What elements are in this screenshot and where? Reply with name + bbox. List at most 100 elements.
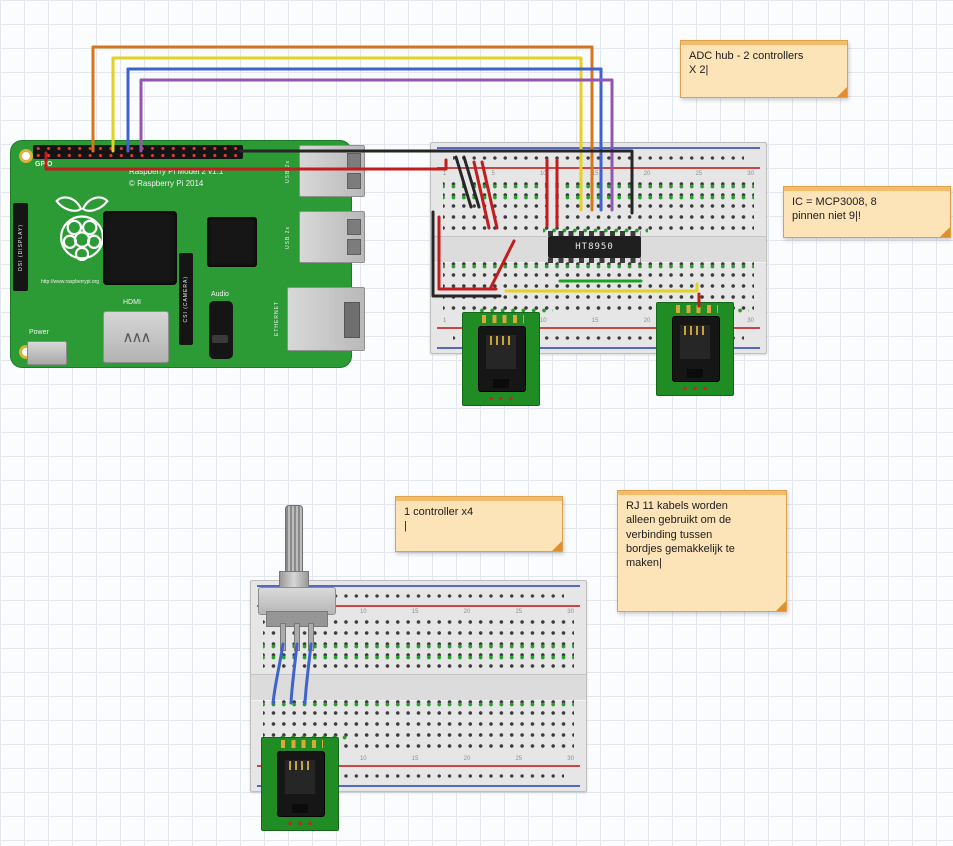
column-label: 1 <box>443 171 447 177</box>
potentiometer-leg <box>280 623 286 651</box>
usb-port-top[interactable] <box>299 145 365 197</box>
column-label: 20 <box>643 171 651 177</box>
pi-copyright-label: © Raspberry Pi 2014 <box>129 179 204 188</box>
hdmi-port[interactable]: ∧∧∧ <box>103 311 169 363</box>
power-label: Power <box>29 329 49 336</box>
note-ic-mcp3008[interactable]: IC = MCP3008, 8 pinnen niet 9|! <box>783 186 951 238</box>
rj11-contacts <box>684 326 708 335</box>
connection-points <box>473 306 553 315</box>
column-label: 20 <box>643 318 651 324</box>
gpio-header[interactable] <box>33 145 243 159</box>
power-rail-top[interactable] <box>273 592 564 600</box>
rj11-jack[interactable] <box>672 316 720 382</box>
connection-points <box>263 642 574 651</box>
usb-slot <box>347 219 361 235</box>
note-one-controller[interactable]: 1 controller x4 | <box>395 496 563 552</box>
rail-line-red <box>437 167 760 169</box>
column-label: 10 <box>539 318 547 324</box>
column-label: 30 <box>567 756 574 762</box>
note-text[interactable]: IC = MCP3008, 8 pinnen niet 9|! <box>792 196 877 223</box>
rj11-solder-pads <box>486 395 516 402</box>
note-rj11-kabels[interactable]: RJ 11 kabels worden alleen gebruikt om d… <box>617 490 787 612</box>
column-label: 25 <box>695 171 703 177</box>
rj11-jack[interactable] <box>478 326 526 392</box>
usb-slot <box>347 239 361 255</box>
connection-points <box>443 182 754 191</box>
column-label: 20 <box>463 756 471 762</box>
column-label: 30 <box>747 318 754 324</box>
note-text[interactable]: ADC hub - 2 controllers X 2| <box>689 50 804 77</box>
rail-line-blue <box>437 347 760 349</box>
column-label: 1 <box>443 318 447 324</box>
ic-pins-top <box>548 231 641 236</box>
ic-label: HT8950 <box>575 242 614 252</box>
column-label: 30 <box>747 171 754 177</box>
csi-connector[interactable]: CSI (CAMERA) <box>179 253 193 345</box>
csi-label: CSI (CAMERA) <box>183 275 189 323</box>
usb-slot <box>347 173 361 189</box>
rj11-contacts <box>289 761 313 770</box>
hdmi-label: HDMI <box>123 299 141 306</box>
potentiometer-leg <box>308 623 314 651</box>
column-label: 10 <box>359 609 367 615</box>
rj11-solder-pads <box>285 820 315 827</box>
column-label: 15 <box>591 318 599 324</box>
soc-chip <box>103 211 177 285</box>
column-label: 30 <box>567 609 574 615</box>
rail-line-red <box>437 327 760 329</box>
dsi-label: DSI (DISPLAY) <box>17 223 24 271</box>
rj11-header-pins <box>482 315 524 323</box>
column-label: 15 <box>591 171 599 177</box>
dsi-connector[interactable]: DSI (DISPLAY) <box>13 203 28 291</box>
raspberry-pi-board[interactable]: GPIO Raspberry Pi Model 2 v1.1 © Raspber… <box>10 140 365 368</box>
rj11-header-pins <box>676 305 718 313</box>
rj11-latch <box>687 369 703 378</box>
audio-jack[interactable] <box>209 301 233 359</box>
column-label: 15 <box>411 609 419 615</box>
power-connector[interactable] <box>27 341 67 365</box>
hdmi-shield-glyph: ∧∧∧ <box>122 329 152 346</box>
ethernet-slot <box>344 302 360 338</box>
rail-line-red <box>257 605 580 607</box>
rj11-breakout-3[interactable] <box>261 737 339 831</box>
rail-line-red <box>257 765 580 767</box>
usb-bottom-label: USB 2x <box>285 225 291 249</box>
connection-points <box>443 262 754 271</box>
usb-controller-chip <box>207 217 257 267</box>
potentiometer-shaft[interactable] <box>285 505 303 581</box>
usb-port-bottom[interactable] <box>299 211 365 263</box>
note-text[interactable]: 1 controller x4 | <box>404 506 474 533</box>
usb-top-label: USB 2x <box>285 159 291 183</box>
connection-points <box>263 700 574 709</box>
rj11-contacts <box>490 336 514 345</box>
column-label: 20 <box>463 609 471 615</box>
ic-chip-mcp3008[interactable]: HT8950 <box>548 231 641 263</box>
rj11-breakout-2[interactable] <box>656 302 734 396</box>
gpio-label: GPIO <box>35 161 53 168</box>
usb-slot <box>347 153 361 169</box>
ethernet-port[interactable] <box>287 287 365 351</box>
note-adc-hub[interactable]: ADC hub - 2 controllers X 2| <box>680 40 848 98</box>
mounting-hole <box>19 149 33 163</box>
rj11-header-pins <box>281 740 323 748</box>
column-label: 25 <box>515 756 523 762</box>
rj11-latch <box>292 804 308 813</box>
connection-points <box>263 653 574 662</box>
audio-jack-ring <box>212 335 228 343</box>
rj11-jack[interactable] <box>277 751 325 817</box>
column-label: 25 <box>515 609 523 615</box>
potentiometer-body <box>258 587 336 615</box>
rj11-breakout-1[interactable] <box>462 312 540 406</box>
rail-line-blue <box>257 585 580 587</box>
column-label: 5 <box>491 171 495 177</box>
rj11-solder-pads <box>680 385 710 392</box>
potentiometer[interactable] <box>253 505 339 651</box>
audio-label: Audio <box>211 291 229 298</box>
power-rail-top[interactable] <box>453 154 744 162</box>
power-rail-bottom[interactable] <box>273 772 564 780</box>
pi-url-label: http://www.raspberrypi.org <box>41 279 100 285</box>
center-channel <box>251 674 586 701</box>
note-text[interactable]: RJ 11 kabels worden alleen gebruikt om d… <box>626 500 735 570</box>
power-rail-bottom[interactable] <box>453 334 744 342</box>
